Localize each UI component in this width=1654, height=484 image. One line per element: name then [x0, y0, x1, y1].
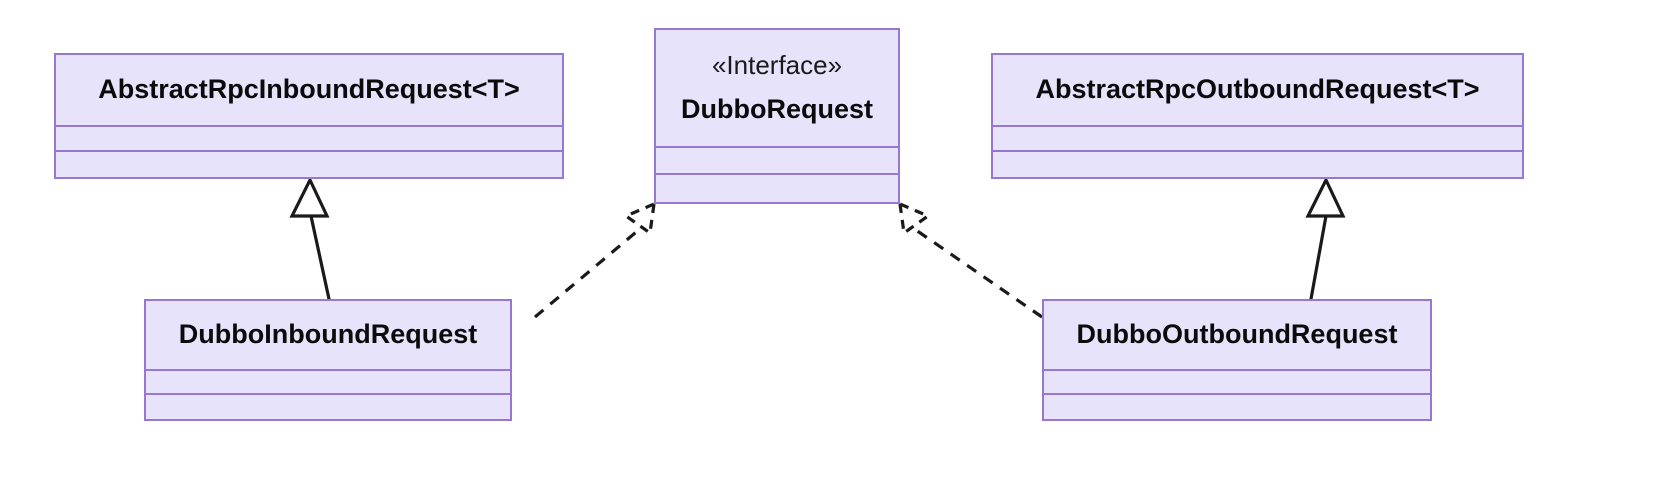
realization-edge-dubbo-outbound — [898, 201, 1043, 319]
uml-interface-header: «Interface» DubboRequest — [656, 30, 898, 148]
uml-class-abstract-rpc-outbound-request[interactable]: AbstractRpcOutboundRequest<T> — [991, 53, 1524, 179]
uml-class-header: DubboInboundRequest — [146, 301, 510, 371]
uml-class-dubbo-outbound-request[interactable]: DubboOutboundRequest — [1042, 299, 1432, 421]
uml-class-header: DubboOutboundRequest — [1044, 301, 1430, 371]
uml-attributes-compartment — [146, 371, 510, 395]
uml-class-name: DubboInboundRequest — [178, 319, 478, 350]
uml-class-name: AbstractRpcInboundRequest<T> — [98, 74, 520, 105]
uml-class-header: AbstractRpcInboundRequest<T> — [56, 55, 562, 127]
uml-attributes-compartment — [56, 127, 562, 152]
uml-interface-dubbo-request[interactable]: «Interface» DubboRequest — [654, 28, 900, 204]
uml-operations-compartment — [1044, 395, 1430, 419]
uml-operations-compartment — [656, 175, 898, 202]
uml-class-dubbo-inbound-request[interactable]: DubboInboundRequest — [144, 299, 512, 421]
uml-operations-compartment — [993, 152, 1522, 177]
uml-interface-name: DubboRequest — [681, 94, 873, 125]
uml-operations-compartment — [146, 395, 510, 419]
hollow-triangle-arrowhead — [622, 201, 656, 236]
hollow-triangle-arrowhead — [898, 201, 932, 236]
uml-class-name: AbstractRpcOutboundRequest<T> — [1035, 74, 1480, 105]
hollow-triangle-arrowhead — [289, 176, 330, 218]
uml-attributes-compartment — [656, 148, 898, 175]
uml-operations-compartment — [56, 152, 562, 177]
generalization-edge-dubbo-inbound — [289, 176, 331, 301]
uml-attributes-compartment — [993, 127, 1522, 152]
uml-class-header: AbstractRpcOutboundRequest<T> — [993, 55, 1522, 127]
uml-attributes-compartment — [1044, 371, 1430, 395]
hollow-triangle-arrowhead — [1305, 176, 1346, 218]
uml-class-abstract-rpc-inbound-request[interactable]: AbstractRpcInboundRequest<T> — [54, 53, 564, 179]
realization-edge-dubbo-inbound — [533, 201, 656, 319]
uml-class-name: DubboOutboundRequest — [1076, 319, 1398, 350]
uml-stereotype-label: «Interface» — [711, 49, 843, 80]
generalization-edge-dubbo-outbound — [1305, 176, 1346, 301]
